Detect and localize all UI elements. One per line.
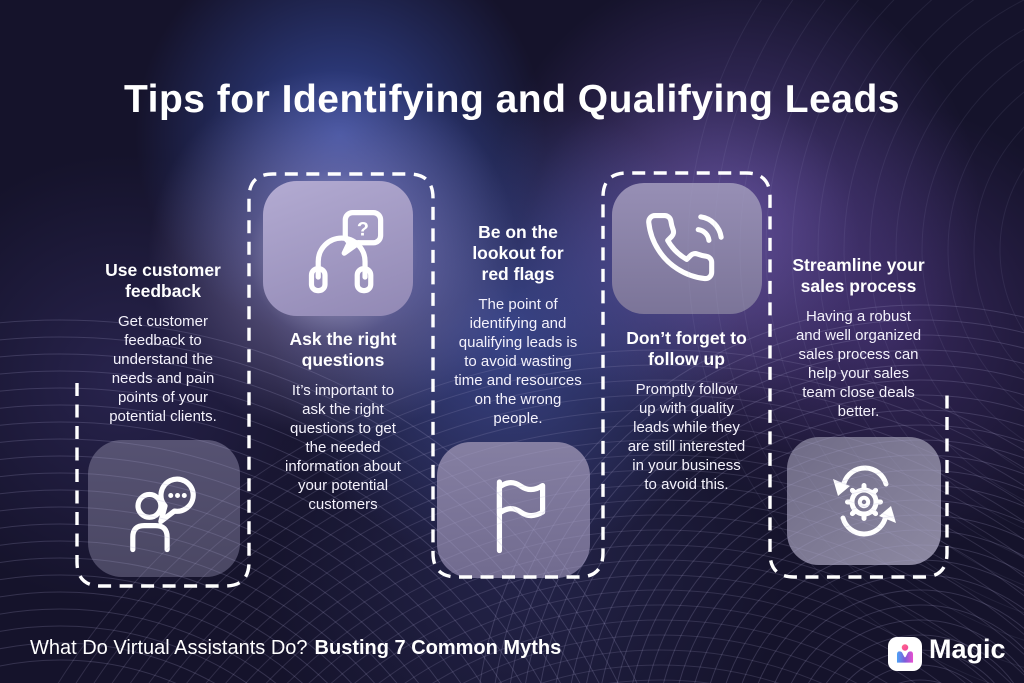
page-title: Tips for Identifying and Qualifying Lead… [123, 78, 900, 122]
brand-name: Magic [929, 634, 1006, 664]
tip-body: Get customer feedback to understand the … [109, 313, 217, 426]
tip-body: Having a robust and well organized sales… [795, 308, 922, 421]
tip-heading: Be on the lookout for red flags [472, 222, 564, 284]
process-gear-icon [787, 437, 941, 565]
tip-ask-right-questions: Ask the right questions It’s important t… [253, 329, 433, 514]
tip-heading: Use customer feedback [105, 260, 221, 301]
flag-icon [437, 442, 590, 578]
magic-logo-icon [888, 637, 922, 671]
svg-text:?: ? [357, 218, 369, 240]
tip-lookout-red-flags: Be on the lookout for red flags The poin… [433, 222, 603, 428]
footer-caption: What Do Virtual Assistants Do? Busting 7 … [30, 637, 561, 660]
tip-heading: Ask the right questions [289, 329, 397, 370]
tip-use-customer-feedback: Use customer feedback Get customer feedb… [77, 260, 249, 426]
tip-streamline-sales-process: Streamline your sales process Having a r… [770, 255, 947, 421]
footer-highlight: Busting 7 Common Myths [314, 637, 562, 659]
tip-heading: Streamline your sales process [792, 255, 925, 296]
footer-question: What Do Virtual Assistants Do? [30, 637, 308, 659]
tip-body: Promptly follow up with quality leads wh… [627, 381, 746, 494]
tip-body: The point of identifying and qualifying … [454, 296, 582, 428]
person-chat-icon [88, 440, 240, 577]
tip-dont-forget-follow-up: Don’t forget to follow up Promptly follo… [603, 328, 770, 494]
headphones-question-icon: ? [263, 181, 413, 316]
phone-call-icon [612, 183, 762, 314]
tip-body: It’s important to ask the right question… [285, 382, 401, 514]
tip-heading: Don’t forget to follow up [626, 328, 747, 369]
